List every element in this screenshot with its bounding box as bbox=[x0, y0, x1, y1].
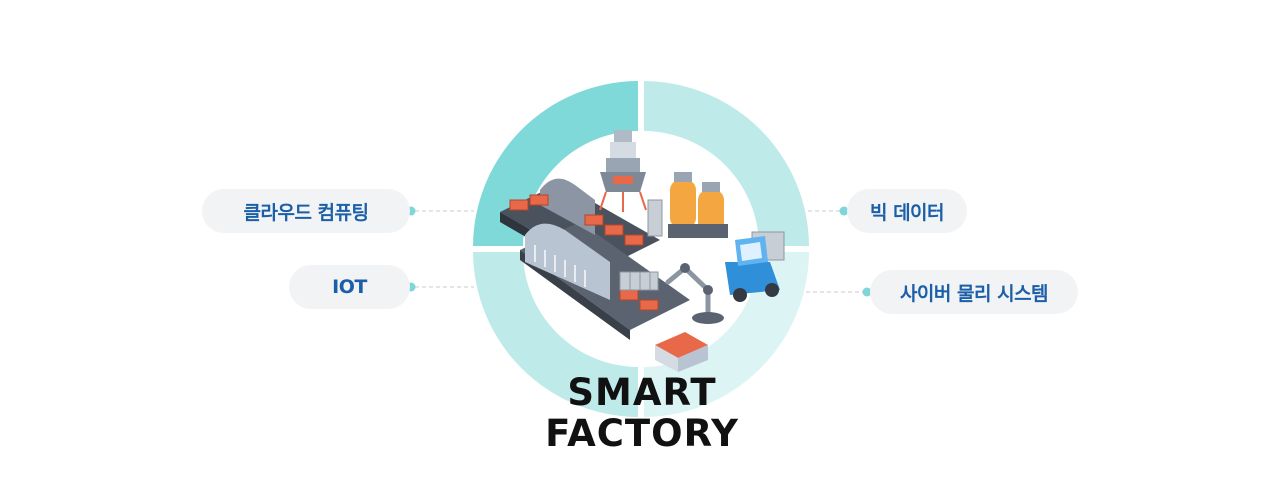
connector-dot-bigdata bbox=[839, 206, 849, 216]
tunnel-lower bbox=[525, 223, 610, 300]
forklift bbox=[725, 231, 785, 302]
center-title-line1: SMART bbox=[567, 371, 717, 414]
connectors bbox=[406, 206, 872, 297]
tunnel-upper bbox=[540, 178, 595, 235]
box-crate bbox=[655, 332, 708, 372]
label-cloud-computing: 클라우드 컴퓨팅 bbox=[202, 189, 410, 233]
center-title: SMART FACTORY bbox=[520, 372, 764, 454]
storage-tanks bbox=[668, 172, 728, 238]
ring-segment-top-right bbox=[644, 81, 809, 246]
label-iot: IOT bbox=[289, 265, 410, 309]
center-title-line2: FACTORY bbox=[545, 412, 739, 455]
control-cabinet bbox=[647, 199, 663, 237]
label-cyber-physical-system: 사이버 물리 시스템 bbox=[870, 270, 1078, 314]
ring-segment-bottom-left bbox=[473, 252, 638, 417]
label-big-data: 빅 데이터 bbox=[847, 189, 967, 233]
tower-machine bbox=[599, 130, 647, 212]
factory-illustration bbox=[500, 130, 785, 372]
connector-dot-cps bbox=[862, 287, 872, 297]
